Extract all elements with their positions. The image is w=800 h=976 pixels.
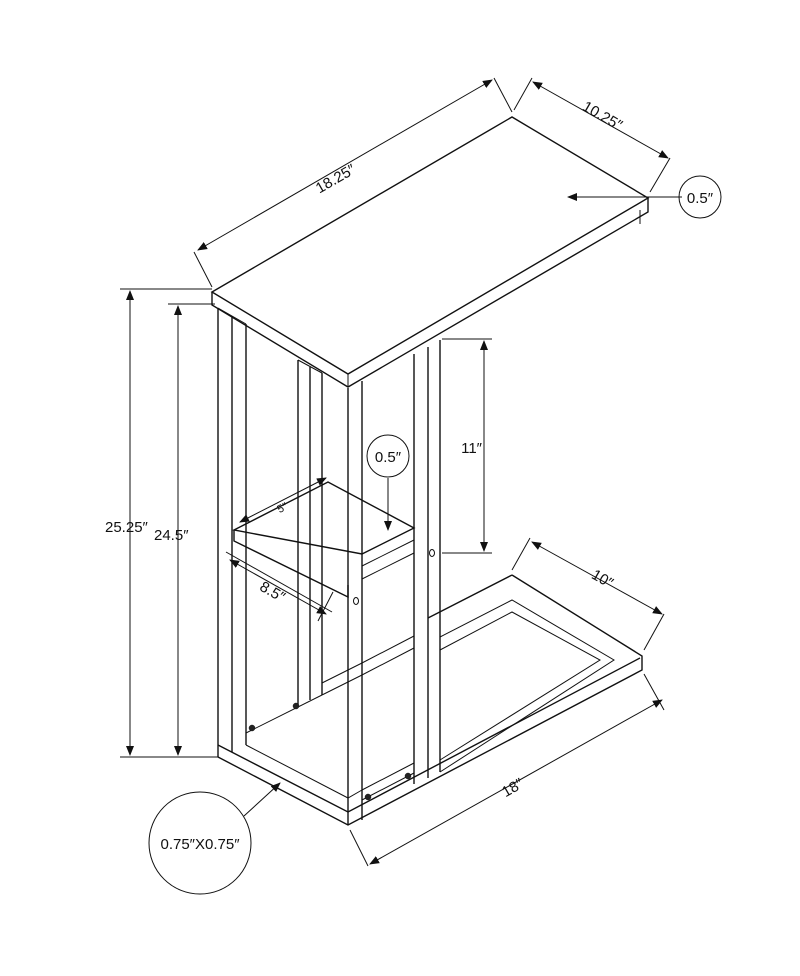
label-shelf-width: 5″ xyxy=(275,501,289,516)
table-top xyxy=(210,116,650,388)
label-top-depth: 10.25″ xyxy=(579,98,625,134)
label-base-depth: 10″ xyxy=(588,566,616,592)
middle-shelf xyxy=(231,481,416,599)
dimension-lines xyxy=(120,77,722,895)
left-frame xyxy=(217,307,323,757)
label-leg-profile: 0.75″X0.75″ xyxy=(160,836,240,853)
label-top-thickness: 0.5″ xyxy=(687,190,714,207)
label-shelf-thickness: 0.5″ xyxy=(375,449,402,466)
label-base-length: 18″ xyxy=(499,775,527,801)
base-frame xyxy=(217,574,643,826)
label-total-height: 25.25″ xyxy=(105,519,149,536)
label-top-length: 18.25″ xyxy=(313,161,359,197)
label-shelf-depth: 8.5″ xyxy=(257,578,289,606)
front-upright xyxy=(347,340,441,825)
label-frame-height: 24.5″ xyxy=(154,527,189,544)
label-upper-opening: 11″ xyxy=(461,440,483,457)
